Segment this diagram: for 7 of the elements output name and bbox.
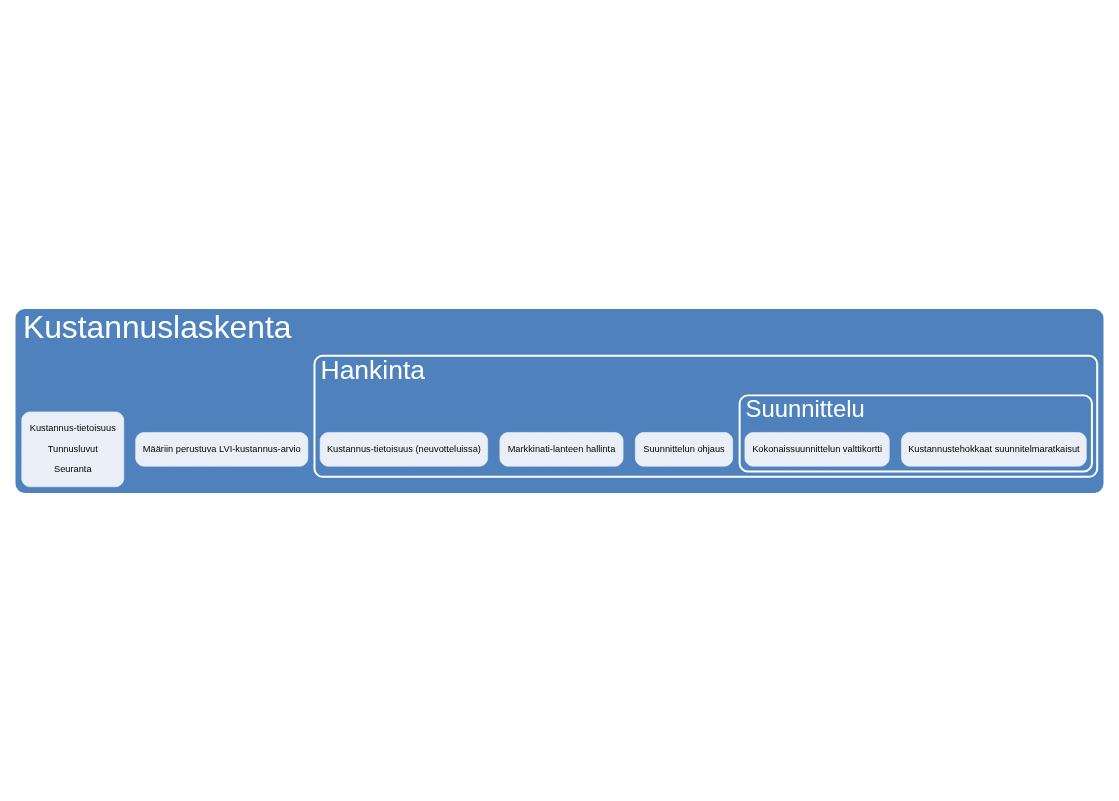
node-box: Kokonaissuunnittelun valttikortti — [744, 431, 890, 467]
node-box: Kustannus-tietoisuus (neuvotteluissa) — [319, 431, 488, 467]
node-box: Määriin perustuva LVI-kustannus-arvio — [135, 431, 309, 467]
node-box: Markkinati-lanteen hallinta — [499, 431, 624, 467]
node-box: Suunnittelun ohjaus — [635, 431, 733, 467]
node-box: Kustannus-tietoisuus Tunnusluvut Seuranta — [21, 411, 125, 487]
node-box: Kustannustehokkaat suunnitelmaratkaisut — [901, 431, 1087, 467]
